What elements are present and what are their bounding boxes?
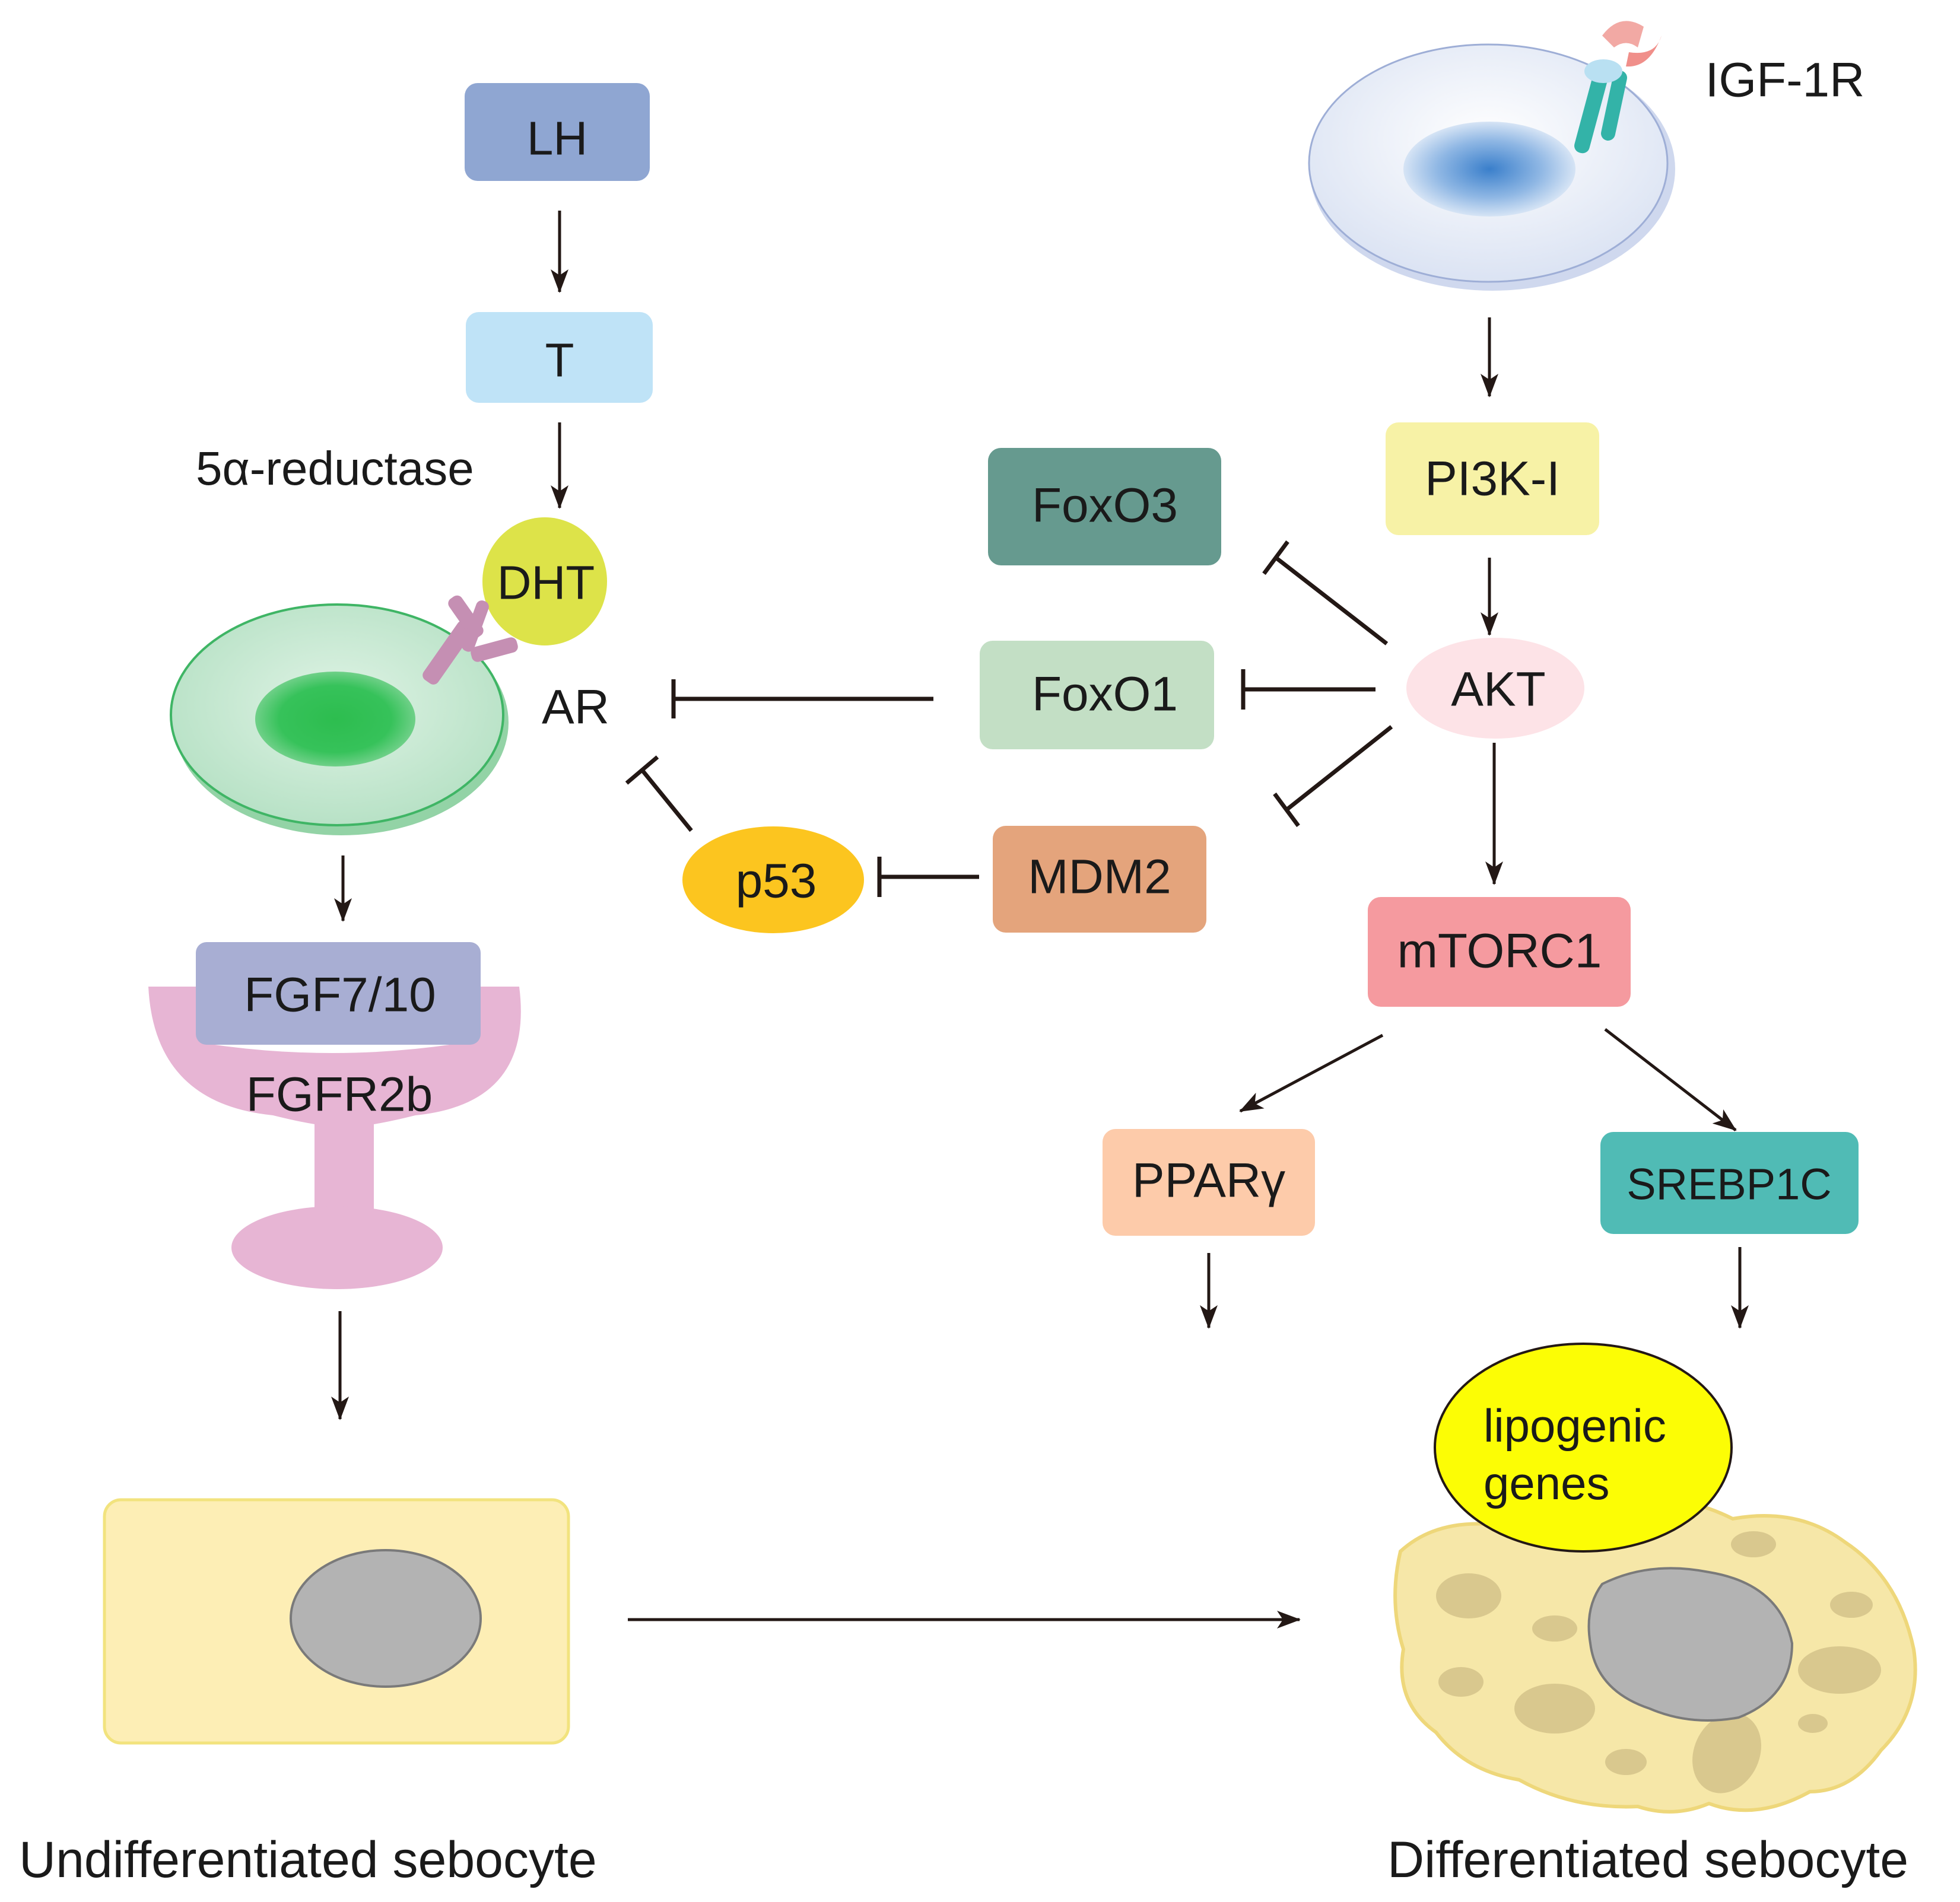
foxo3-node: FoxO3 — [988, 448, 1221, 565]
p53-node: p53 — [682, 826, 864, 933]
undiff-nucleus — [290, 1549, 482, 1688]
differentiated-caption: Differentiated sebocyte — [1387, 1831, 1908, 1888]
igf1r-label: IGF-1R — [1705, 53, 1865, 107]
inhibition-p53-ar — [625, 755, 693, 832]
inhibition-mdm2-p53 — [877, 857, 979, 897]
inhibition-akt-foxo3 — [1262, 540, 1389, 645]
igf-receptor-icon — [1574, 21, 1662, 154]
mdm2-node: MDM2 — [993, 826, 1206, 933]
igf-cell — [1308, 43, 1675, 291]
lh-label: LH — [527, 112, 587, 165]
ar-label: AR — [542, 680, 609, 734]
pi3k-label: PI3K-I — [1425, 452, 1560, 506]
t-label: T — [545, 334, 574, 387]
lipogenic-genes-node: lipogenic genes — [1434, 1343, 1733, 1553]
srebp-label: SREBP1C — [1627, 1160, 1831, 1209]
foxo3-label: FoxO3 — [1032, 479, 1178, 533]
undifferentiated-caption: Undifferentiated sebocyte — [19, 1831, 597, 1888]
pi3k-node: PI3K-I — [1386, 422, 1599, 535]
inhibition-foxo1-ar — [671, 679, 933, 718]
mtorc1-label: mTORC1 — [1397, 924, 1602, 978]
akt-label: AKT — [1451, 663, 1545, 717]
inhibition-akt-mdm2 — [1273, 725, 1393, 828]
fgf-label: FGF7/10 — [244, 968, 436, 1022]
lipogenic-label-line2: genes — [1483, 1457, 1610, 1509]
igf-nucleus — [1403, 122, 1575, 217]
mdm2-label: MDM2 — [1028, 850, 1171, 904]
inhibition-akt-foxo1 — [1241, 669, 1376, 710]
five-alpha-reductase-label: 5α-reductase — [196, 442, 474, 495]
fgf-node: FGF7/10 — [196, 942, 481, 1045]
differentiated-cell — [1393, 1498, 1917, 1814]
diff-nucleus — [1587, 1567, 1794, 1722]
srebp-node: SREBP1C — [1600, 1132, 1859, 1234]
akt-node: AKT — [1406, 638, 1584, 739]
t-node: T — [466, 312, 653, 403]
ar-nucleus — [255, 672, 415, 766]
lipogenic-label-line1: lipogenic — [1483, 1400, 1666, 1452]
mtorc1-node: mTORC1 — [1368, 897, 1631, 1007]
fgfr-receptor — [148, 987, 521, 1289]
arrow-mtorc1-to-srebp — [1604, 1028, 1737, 1131]
ppar-label: PPARγ — [1132, 1154, 1285, 1208]
arrow-mtorc1-to-ppar — [1239, 1033, 1384, 1113]
fgfr-label: FGFR2b — [246, 1068, 433, 1122]
foxo1-node: FoxO1 — [980, 641, 1214, 749]
p53-label: p53 — [736, 854, 817, 908]
y-shaped-receptor-icon — [423, 595, 518, 685]
ar-cell — [170, 603, 509, 835]
undifferentiated-cell — [103, 1498, 570, 1745]
ppar-node: PPARγ — [1103, 1129, 1315, 1236]
dht-node: DHT — [482, 517, 607, 645]
dht-label: DHT — [497, 556, 595, 609]
foxo1-label: FoxO1 — [1032, 667, 1178, 721]
lh-node: LH — [465, 83, 650, 181]
